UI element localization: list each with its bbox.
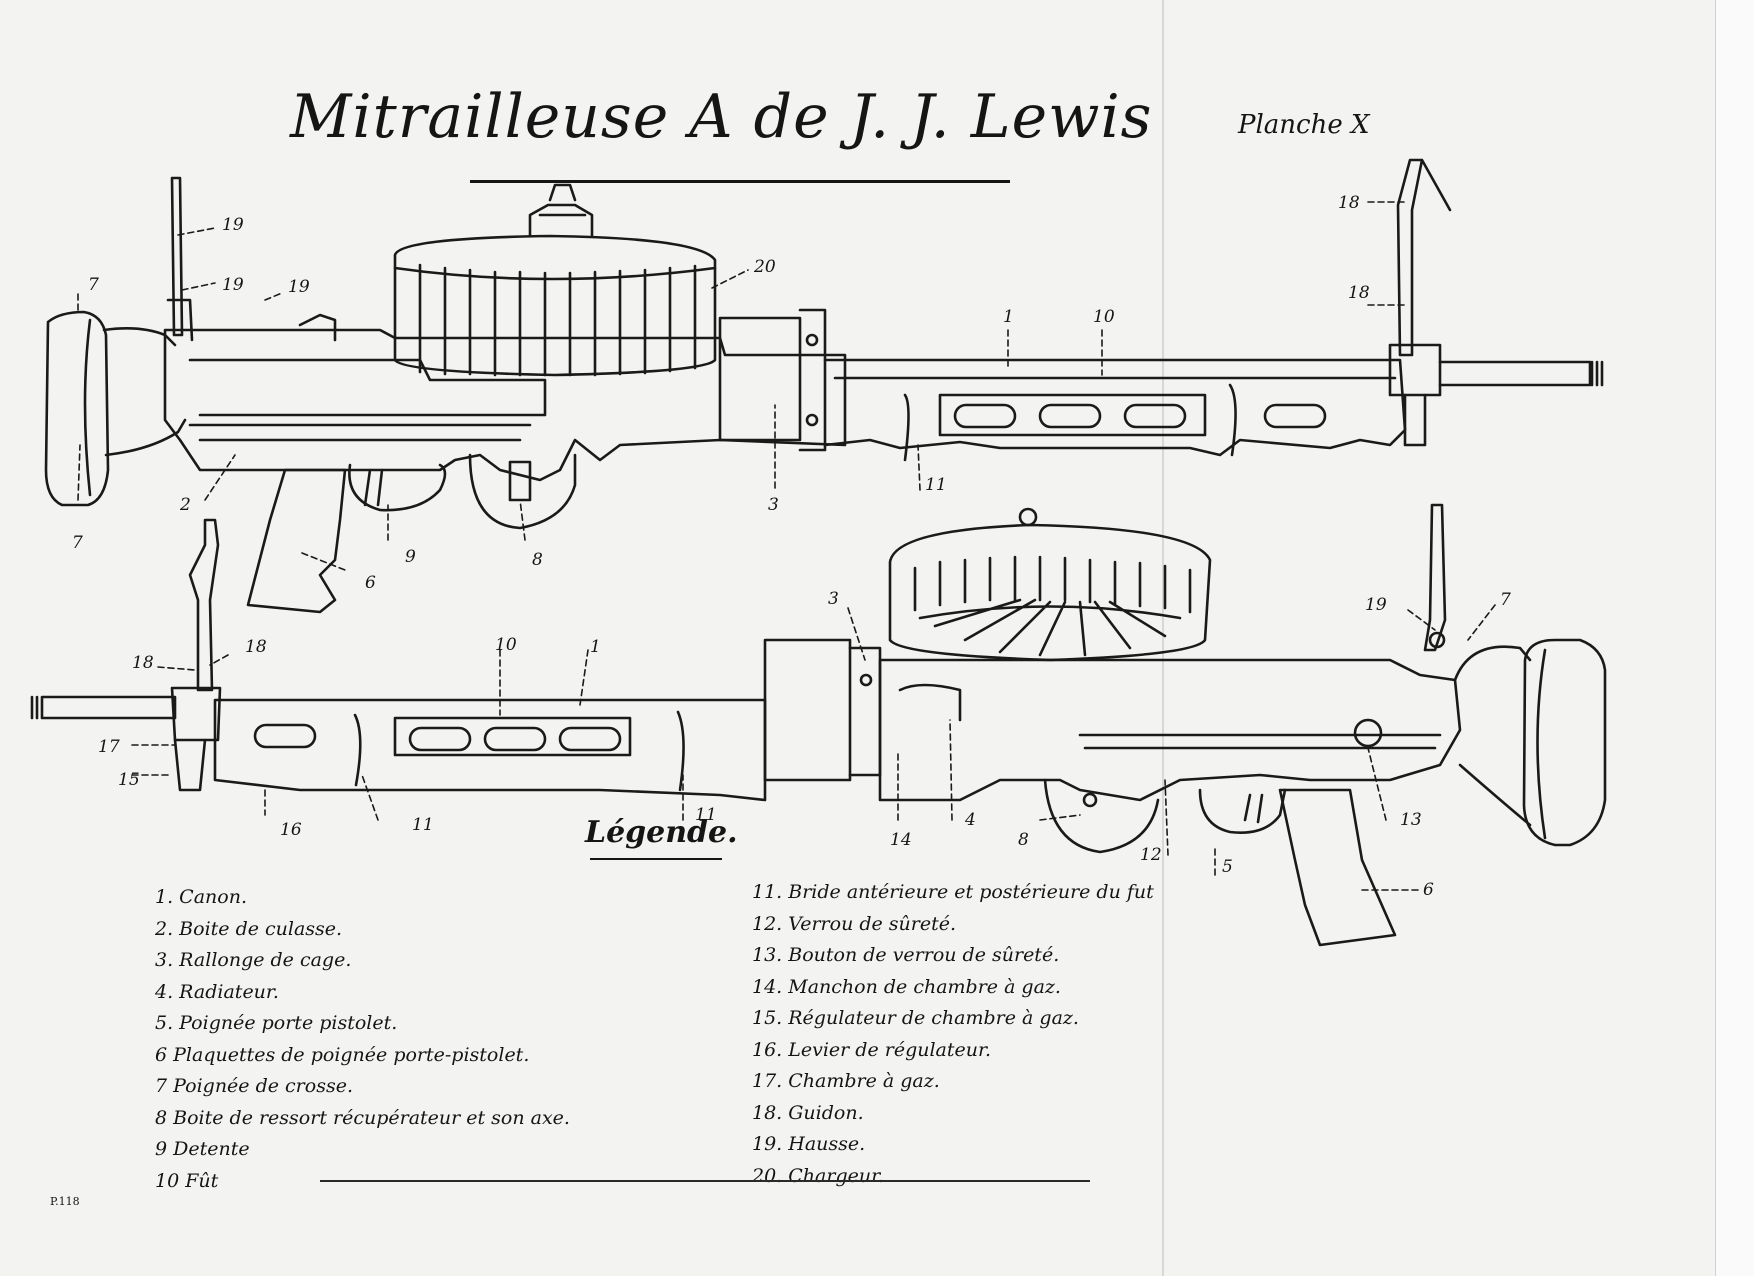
callout-label: 3 [828, 589, 839, 609]
callout-label: 18 [245, 637, 267, 657]
bottom-rule [320, 1180, 1090, 1182]
legend-item: 9 Detente [155, 1138, 250, 1160]
legend-item: 14. Manchon de chambre à gaz. [752, 975, 1061, 998]
bottom-barrel-muzzle [40, 695, 177, 720]
callout-label: 14 [890, 830, 912, 850]
callout-label: 18 [1348, 283, 1370, 303]
legend-item: 16. Levier de régulateur. [752, 1038, 992, 1061]
top-butt-stock [44, 310, 110, 507]
bottom-pan-magazine [888, 523, 1212, 662]
legend-item: 7 Poignée de crosse. [155, 1075, 353, 1097]
bottom-spring-case [1043, 778, 1160, 854]
title-underline [470, 180, 1010, 183]
top-barrel-muzzle [1438, 360, 1592, 387]
callout-label: 7 [88, 275, 99, 295]
callout-label: 13 [1400, 810, 1422, 830]
paper-fold [1162, 0, 1164, 1276]
legend-item: 10 Fût [155, 1169, 219, 1192]
top-pistol-grip [246, 468, 347, 614]
callout-label: 8 [532, 550, 543, 570]
legend-item: 20. Chargeur. [752, 1164, 885, 1187]
callout-label: 3 [768, 495, 779, 515]
legend-item: 17. Chambre à gaz. [752, 1070, 940, 1092]
gun-top-view [44, 158, 1604, 614]
callout-label: 18 [1338, 193, 1360, 213]
legend-item: 13. Bouton de verrou de sûreté. [752, 944, 1060, 966]
legend-item: 4. Radiateur. [155, 980, 279, 1003]
bottom-receiver [878, 658, 1462, 802]
top-receiver [163, 328, 847, 482]
callout-label: 19 [222, 275, 244, 295]
legend-item: 5. Poignée porte pistolet. [155, 1012, 398, 1034]
top-butt-frame [102, 327, 187, 457]
gun-bottom-view [30, 503, 1607, 947]
callout-leaders [77, 201, 1496, 891]
top-cage-extension [718, 316, 802, 442]
top-spring-case [468, 453, 577, 530]
legend-item: 11. Bride antérieure et postérieure du f… [752, 881, 1154, 903]
legend-item: 12. Verrou de sûreté. [752, 912, 957, 935]
callout-label: 19 [222, 215, 244, 235]
callout-label: 7 [72, 533, 83, 553]
callout-label: 11 [695, 805, 717, 825]
callout-label: 18 [132, 653, 154, 673]
callout-label: 1 [590, 637, 601, 657]
callout-label: 16 [280, 820, 302, 840]
top-trigger-guard [348, 463, 447, 512]
plate-number: Planche X [1238, 110, 1370, 140]
legend-item: 3. Rallonge de cage. [155, 949, 352, 971]
legend-item: 15. Régulateur de chambre à gaz. [752, 1007, 1079, 1029]
page-code: P.118 [50, 1195, 80, 1208]
callout-label: 19 [288, 277, 310, 297]
legend-item: 19. Hausse. [752, 1133, 866, 1155]
callout-label: 5 [1222, 857, 1233, 877]
legend-item: 18. Guidon. [752, 1101, 864, 1124]
top-pan-magazine [393, 234, 717, 377]
plate-title: Mitrailleuse A de J. J. Lewis [290, 82, 1153, 152]
callout-label: 8 [1018, 830, 1029, 850]
callout-label: 2 [179, 495, 191, 515]
callout-label: 6 [1423, 880, 1434, 900]
top-front-sight [1396, 158, 1452, 357]
callout-label: 15 [118, 770, 140, 790]
callout-label: 20 [753, 257, 776, 277]
legend-item: 2. Boite de culasse. [155, 917, 343, 940]
legend-column-left: 1. Canon. 2. Boite de culasse. 3. Rallon… [155, 882, 570, 1197]
callout-label: 10 [495, 635, 517, 655]
callout-label: 11 [412, 815, 434, 835]
bottom-cage-extension [763, 638, 852, 782]
legend-item: 1. Canon. [155, 886, 247, 908]
legend-item: 6 Plaquettes de poignée porte-pistolet. [155, 1043, 530, 1066]
callout-label: 9 [405, 547, 416, 567]
callout-label: 19 [1365, 595, 1387, 615]
callout-label: 10 [1093, 307, 1115, 327]
callout-label: 12 [1140, 845, 1162, 865]
bottom-rear-sight [1423, 503, 1447, 652]
bottom-front-sight [188, 518, 220, 692]
legend-title: Légende. [585, 815, 738, 850]
legend-item: 8 Boite de ressort récupérateur et son a… [155, 1106, 570, 1129]
legend-underline [590, 858, 722, 860]
callout-label: 17 [98, 737, 120, 757]
callout-labels: 19 19 19 7 20 1 10 18 18 2 7 9 8 6 3 11 … [72, 193, 1511, 900]
callout-label: 4 [964, 810, 976, 830]
bottom-trigger-guard [1198, 788, 1287, 834]
callout-label: 6 [365, 573, 376, 593]
callout-label: 11 [925, 475, 947, 495]
bottom-pistol-grip [1278, 788, 1397, 947]
top-radiator [823, 358, 1407, 457]
callout-label: 7 [1500, 590, 1511, 610]
top-rear-sight [166, 176, 194, 342]
paper-edge [1715, 0, 1754, 1276]
bottom-safety-button [1353, 718, 1383, 748]
legend-column-right: 11. Bride antérieure et postérieure du f… [752, 877, 1154, 1192]
bottom-butt-stock [1522, 638, 1607, 847]
bottom-butt-frame [1453, 645, 1532, 827]
callout-label: 1 [1003, 307, 1014, 327]
